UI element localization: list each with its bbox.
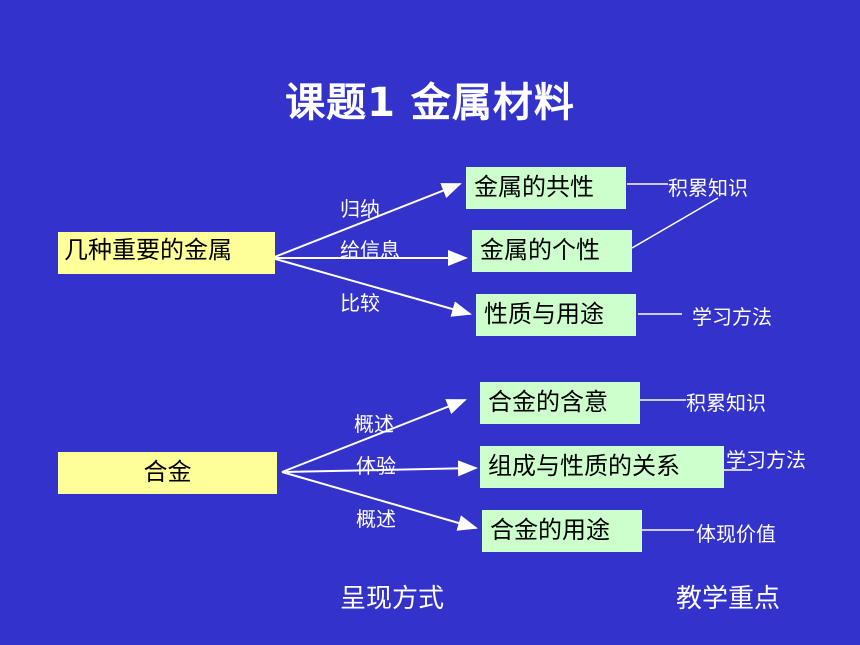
target-box-alloy-meaning: 合金的含意 [480, 382, 640, 424]
note-accumulate-knowledge-2: 积累知识 [686, 391, 766, 415]
source-box-metals: 几种重要的金属 [58, 232, 275, 274]
note-reflect-value: 体现价值 [696, 522, 776, 546]
arrow-1-3 [271, 257, 472, 317]
source-label-alloy: 合金 [143, 458, 192, 486]
edge-label-1-1: 归纳 [340, 197, 380, 221]
arrow-2-3 [281, 471, 478, 531]
target-box-properties-and-uses: 性质与用途 [476, 294, 636, 336]
arrow-2-1 [281, 399, 467, 473]
page-title: 课题1 金属材料 [285, 80, 575, 126]
source-label-metals: 几种重要的金属 [64, 236, 232, 264]
edge-label-2-2: 体验 [356, 454, 396, 478]
note-learning-method-2: 学习方法 [726, 448, 806, 472]
source-box-alloy: 合金 [58, 452, 277, 494]
edge-label-2-1: 概述 [354, 412, 394, 436]
footer-presentation-mode: 呈现方式 [340, 584, 445, 614]
target-box-alloy-uses: 合金的用途 [482, 510, 642, 552]
arrow-1-1 [271, 183, 462, 259]
edge-label-1-3: 比较 [340, 291, 380, 315]
note-accumulate-knowledge-1: 积累知识 [668, 176, 748, 200]
target-box-common-properties: 金属的共性 [466, 167, 626, 209]
note-learning-method-1: 学习方法 [692, 305, 772, 329]
note-line-1-2 [631, 197, 719, 249]
target-box-individual-properties: 金属的个性 [472, 230, 632, 272]
edge-label-1-2: 给信息 [340, 238, 400, 262]
edge-label-2-3: 概述 [356, 507, 396, 531]
footer-teaching-focus: 教学重点 [676, 584, 781, 614]
arrow-2-2 [281, 460, 478, 477]
target-box-composition-properties: 组成与性质的关系 [480, 446, 724, 488]
